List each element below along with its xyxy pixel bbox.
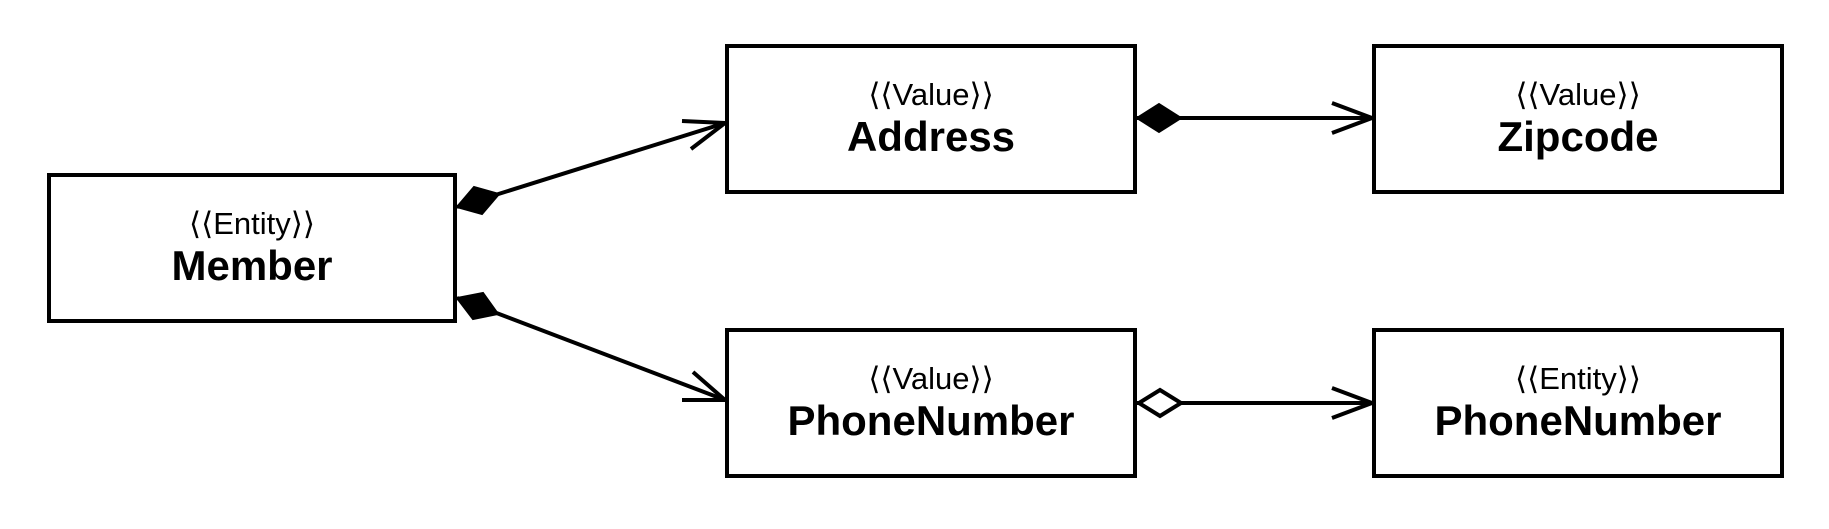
edge-address-zipcode [1135, 101, 1378, 135]
class-box-phonenumber-value: ⟨⟨Value⟩⟩ PhoneNumber [725, 328, 1137, 478]
aggregation-diamond-icon [1135, 387, 1185, 419]
class-box-member: ⟨⟨Entity⟩⟩ Member [47, 173, 457, 323]
class-name: Address [846, 112, 1016, 160]
composition-diamond-icon [1135, 102, 1183, 134]
stereotype-label: ⟨⟨Entity⟩⟩ [189, 206, 315, 242]
class-name: Member [171, 241, 333, 289]
class-name: Zipcode [1497, 112, 1659, 160]
class-box-phonenumber-entity: ⟨⟨Entity⟩⟩ PhoneNumber [1372, 328, 1784, 478]
class-box-zipcode: ⟨⟨Value⟩⟩ Zipcode [1372, 44, 1784, 194]
stereotype-label: ⟨⟨Value⟩⟩ [1515, 77, 1641, 113]
composition-diamond-icon [455, 185, 501, 216]
edge-phonenumber-value-entity [1135, 386, 1378, 420]
stereotype-label: ⟨⟨Value⟩⟩ [868, 361, 994, 397]
edge-member-phonenumber-value [455, 291, 731, 402]
class-name: PhoneNumber [787, 396, 1075, 444]
stereotype-label: ⟨⟨Entity⟩⟩ [1515, 361, 1641, 397]
class-name: PhoneNumber [1434, 396, 1722, 444]
stereotype-label: ⟨⟨Value⟩⟩ [868, 77, 994, 113]
edge-member-phonenumber-line [456, 296, 726, 402]
edge-member-address [455, 119, 731, 216]
composition-diamond-icon [455, 291, 500, 321]
class-box-address: ⟨⟨Value⟩⟩ Address [725, 44, 1137, 194]
edge-member-address-line [456, 121, 726, 209]
